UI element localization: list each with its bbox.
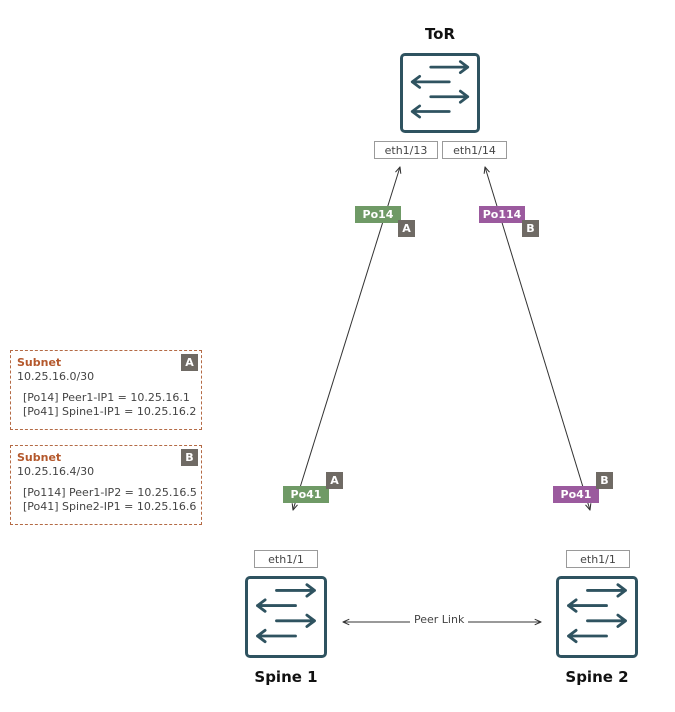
port-spine1-eth1-1: eth1/1 [254,550,318,568]
peer-link-label: Peer Link [410,613,469,626]
spine1-title: Spine 1 [254,668,318,686]
subnet-title: Subnet [17,356,62,369]
po-spine2-po41: Po41 [553,486,599,503]
badge-a: A [326,472,343,489]
subnet-ip-line: [Po14] Peer1-IP1 = 10.25.16.1 [23,391,190,404]
link-tor-spine1 [293,167,400,510]
subnet-box-a: Subnet A 10.25.16.0/30 [Po14] Peer1-IP1 … [10,350,202,430]
po-tor-po14: Po14 [355,206,401,223]
subnet-badge: B [181,449,198,466]
badge-a: A [398,220,415,237]
badge-b: B [596,472,613,489]
badge-b: B [522,220,539,237]
tor-title: ToR [424,25,456,43]
spine2-title: Spine 2 [565,668,629,686]
po-spine1-po41: Po41 [283,486,329,503]
switch-arrows-icon [410,60,470,119]
tor-switch[interactable] [400,53,480,133]
port-spine2-eth1-1: eth1/1 [566,550,630,568]
port-tor-eth1-13: eth1/13 [374,141,438,159]
po-tor-po114: Po114 [479,206,525,223]
subnet-network: 10.25.16.0/30 [17,370,95,383]
subnet-badge: A [181,354,198,371]
switch-arrows-icon [567,583,627,644]
subnet-ip-line: [Po114] Peer1-IP2 = 10.25.16.5 [23,486,197,499]
subnet-title: Subnet [17,451,62,464]
switch-arrows-icon [256,583,316,644]
subnet-ip-line: [Po41] Spine2-IP1 = 10.25.16.6 [23,500,197,513]
spine1-switch[interactable] [245,576,327,658]
subnet-box-b: Subnet B 10.25.16.4/30 [Po114] Peer1-IP2… [10,445,202,525]
spine2-switch[interactable] [556,576,638,658]
subnet-ip-line: [Po41] Spine1-IP1 = 10.25.16.2 [23,405,197,418]
link-tor-spine2 [485,167,590,510]
port-tor-eth1-14: eth1/14 [442,141,507,159]
subnet-network: 10.25.16.4/30 [17,465,95,478]
